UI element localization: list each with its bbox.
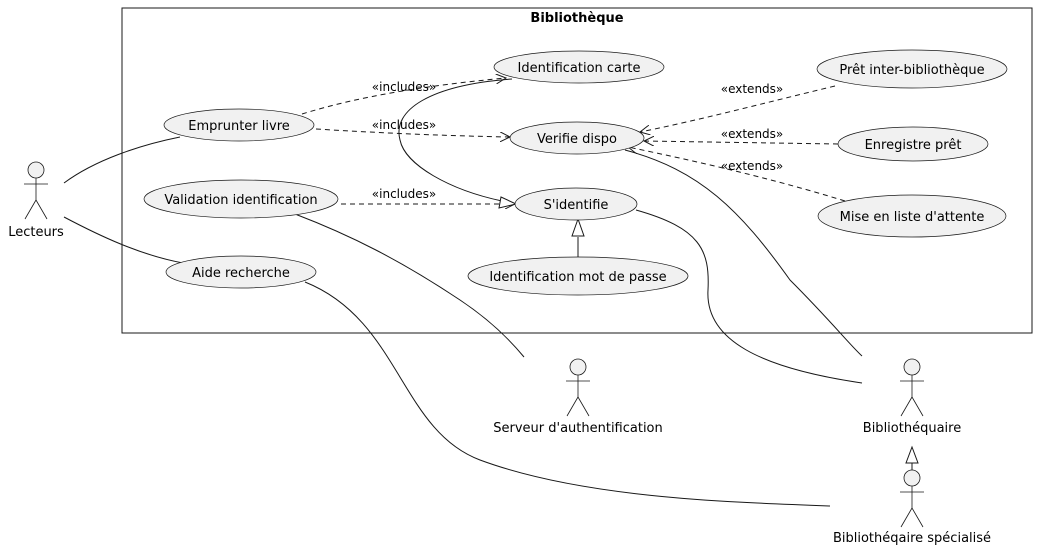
assoc-lecteurs-emprunter (63, 136, 181, 184)
assoc-sidentifie-bibliothequaire (635, 209, 863, 384)
label-includes-1: «includes» (372, 80, 436, 94)
use-case-sidentifie[interactable]: S'identifie (514, 187, 638, 221)
label-extends-1: «extends» (721, 82, 784, 96)
dep-emprunter-identification (301, 78, 506, 115)
dep-attente-verifie (628, 147, 846, 202)
system-boundary (121, 7, 1033, 334)
use-case-enregistre-pret[interactable]: Enregistre prêt (837, 126, 989, 162)
actor-bibliothecaire-specialise[interactable]: Bibliothéqaire spécialisé (833, 469, 991, 546)
svg-text:Identification mot de passe: Identification mot de passe (489, 270, 666, 285)
label-includes-2: «includes» (372, 118, 436, 132)
actor-bibliothequaire[interactable]: Bibliothéquaire (863, 358, 961, 436)
actor-lecteurs[interactable]: Lecteurs (8, 161, 64, 240)
use-case-verifie-dispo[interactable]: Verifie dispo (509, 121, 645, 155)
dep-emprunter-verifie (315, 128, 510, 137)
use-case-mise-en-liste-attente[interactable]: Mise en liste d'attente (817, 194, 1007, 238)
svg-text:Verifie dispo: Verifie dispo (537, 132, 617, 147)
svg-text:Enregistre prêt: Enregistre prêt (865, 138, 962, 153)
svg-text:Lecteurs: Lecteurs (8, 225, 64, 240)
svg-text:Identification carte: Identification carte (518, 61, 641, 76)
actor-serveur-authentification[interactable]: Serveur d'authentification (493, 358, 663, 436)
use-case-identification-carte[interactable]: Identification carte (493, 50, 665, 84)
system-title: Bibliothèque (530, 11, 623, 26)
label-extends-2: «extends» (721, 127, 784, 141)
use-case-aide-recherche[interactable]: Aide recherche (165, 255, 317, 289)
svg-text:Bibliothéquaire: Bibliothéquaire (863, 421, 961, 436)
svg-text:Mise en liste d'attente: Mise en liste d'attente (840, 210, 985, 225)
assoc-aide-specialise (304, 281, 831, 507)
svg-text:S'identifie: S'identifie (544, 198, 609, 213)
svg-text:Prêt inter-bibliothèque: Prêt inter-bibliothèque (839, 63, 984, 78)
use-case-emprunter-livre[interactable]: Emprunter livre (163, 108, 315, 142)
gen-specialise-arrowhead (905, 445, 919, 464)
svg-text:Aide recherche: Aide recherche (192, 266, 290, 281)
label-includes-3: «includes» (372, 187, 436, 201)
gen-carte-sidentifie (398, 78, 513, 202)
use-case-pret-inter-bibliotheque[interactable]: Prêt inter-bibliothèque (816, 49, 1008, 89)
svg-text:Emprunter livre: Emprunter livre (188, 119, 290, 134)
use-case-identification-mot-de-passe[interactable]: Identification mot de passe (467, 256, 689, 296)
gen-carte-sidentifie-arrowhead (498, 196, 518, 209)
dep-pret-verifie (640, 85, 836, 132)
assoc-validation-serveur (294, 213, 525, 358)
gen-mdp-sidentifie-arrowhead (571, 217, 585, 237)
label-extends-3: «extends» (721, 159, 784, 173)
dep-enregistre-verifie (644, 141, 839, 144)
assoc-lecteurs-aide (63, 216, 184, 264)
use-case-validation-identification[interactable]: Validation identification (143, 179, 339, 219)
svg-text:Serveur d'authentification: Serveur d'authentification (493, 421, 663, 436)
svg-text:Bibliothéqaire spécialisé: Bibliothéqaire spécialisé (833, 531, 991, 546)
assoc-verifie-bibliothequaire (624, 149, 863, 357)
svg-text:Validation identification: Validation identification (164, 193, 317, 208)
